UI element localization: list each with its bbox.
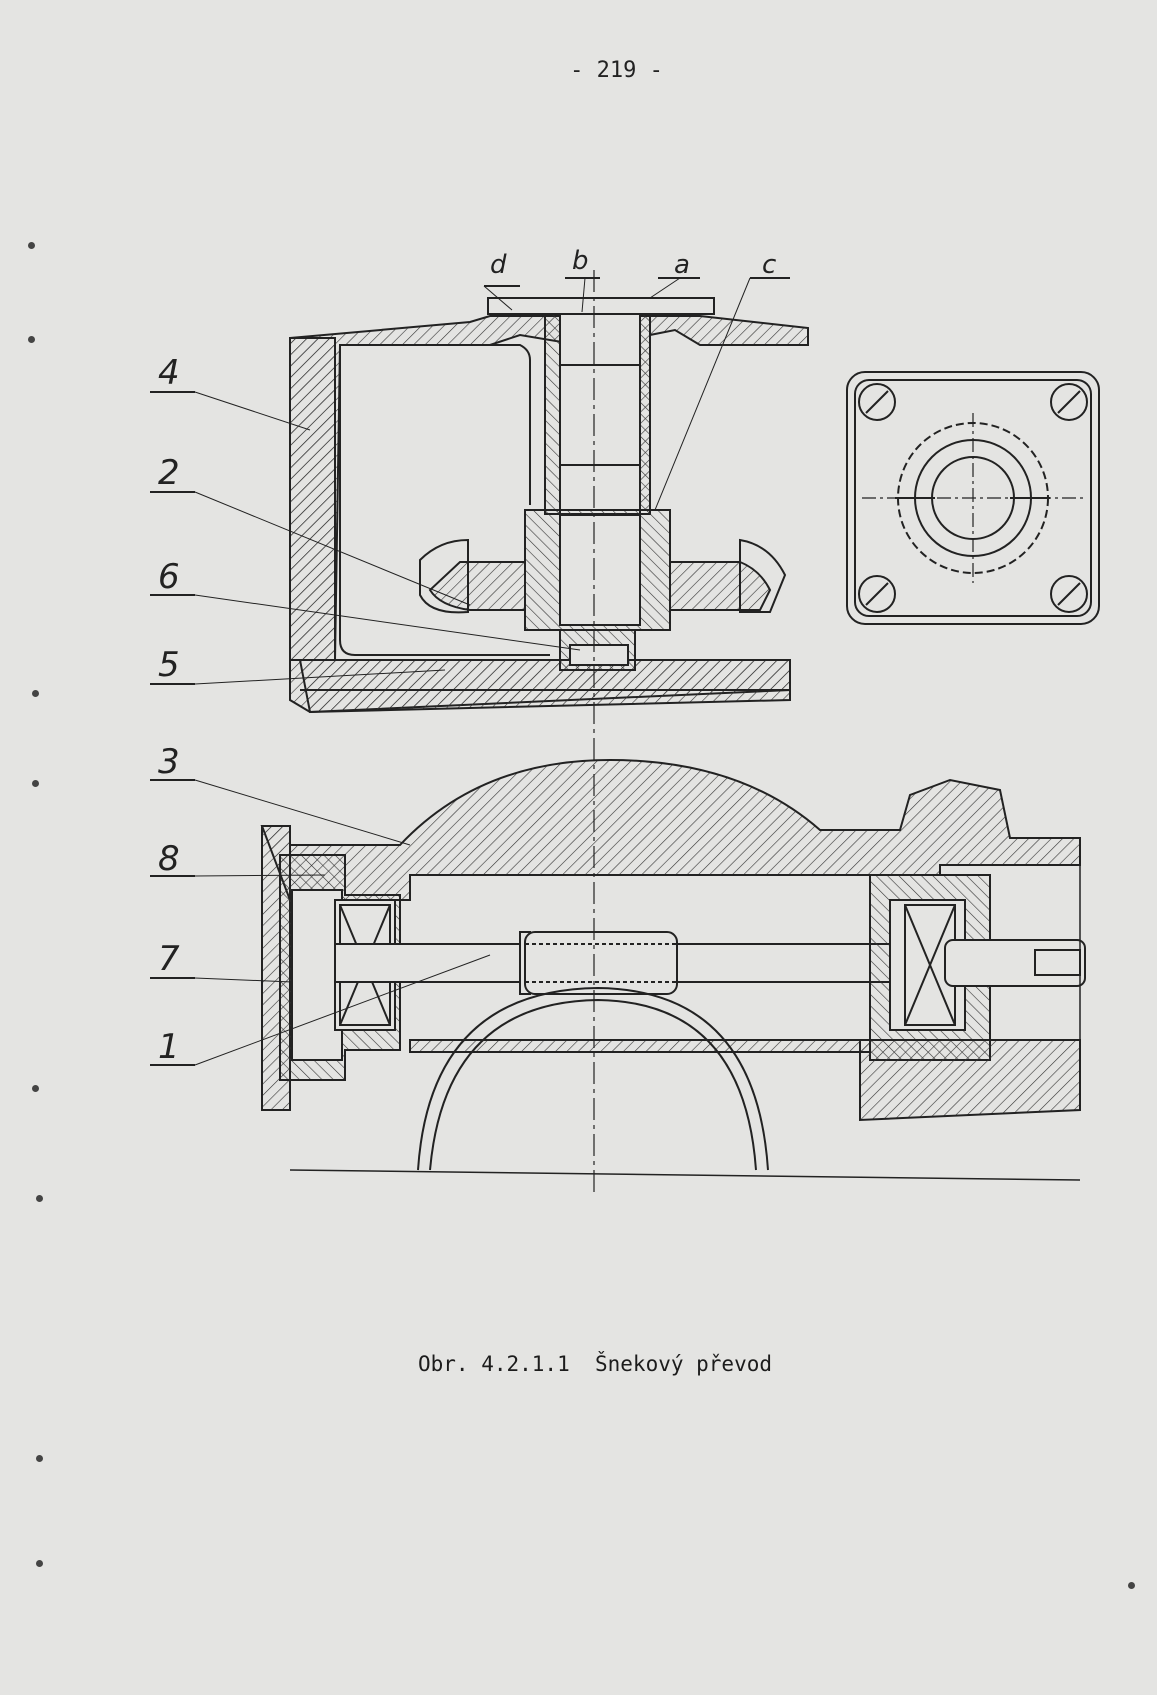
callout-5: 5 bbox=[158, 645, 180, 685]
binding-hole bbox=[36, 1560, 43, 1567]
binding-hole bbox=[28, 242, 35, 249]
screw-head-icon bbox=[858, 383, 1088, 613]
binding-hole bbox=[28, 336, 35, 343]
callout-3: 3 bbox=[158, 742, 180, 782]
callout-a: a bbox=[674, 250, 690, 280]
callout-7: 7 bbox=[158, 939, 180, 979]
binding-hole bbox=[32, 690, 39, 697]
callout-d: d bbox=[490, 250, 507, 280]
callout-b: b bbox=[572, 246, 589, 276]
page-number: - 219 - bbox=[570, 58, 663, 83]
binding-hole bbox=[32, 1085, 39, 1092]
callout-6: 6 bbox=[158, 557, 180, 597]
binding-hole bbox=[1128, 1582, 1135, 1589]
figure-caption: Obr. 4.2.1.1 Šnekový převod bbox=[418, 1352, 773, 1376]
binding-hole bbox=[32, 780, 39, 787]
callout-1: 1 bbox=[158, 1027, 180, 1067]
callout-c: c bbox=[762, 250, 777, 280]
binding-hole bbox=[36, 1455, 43, 1462]
binding-hole bbox=[36, 1195, 43, 1202]
callout-8: 8 bbox=[158, 839, 180, 879]
callout-2: 2 bbox=[158, 453, 180, 493]
callout-4: 4 bbox=[158, 353, 180, 393]
